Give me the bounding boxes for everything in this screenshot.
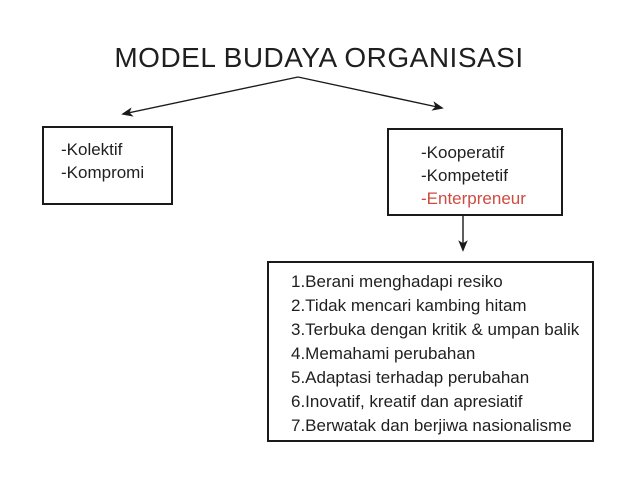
list-item: 1.Berani menghadapi resiko	[291, 272, 503, 291]
slide-title: MODEL BUDAYA ORGANISASI	[114, 42, 524, 73]
list-item: 2.Tidak mencari kambing hitam	[291, 296, 527, 315]
list-item: 6.Inovatif, kreatif dan apresiatif	[291, 392, 523, 411]
list-item: 3.Terbuka dengan kritik & umpan balik	[291, 320, 580, 339]
left-culture-box: -Kolektif -Kompromi	[42, 126, 173, 205]
right-box-item: -Kompetetif	[421, 166, 508, 185]
left-box-item: -Kolektif	[61, 140, 123, 159]
list-item: 4.Memahami perubahan	[291, 344, 476, 363]
list-item: 7.Berwatak dan berjiwa nasionalisme	[291, 416, 572, 435]
arrow-to-right-box	[297, 76, 444, 111]
right-box-item-highlighted: -Enterpreneur	[421, 189, 526, 208]
right-box-item: -Kooperatif	[421, 143, 505, 162]
characteristics-box: 1.Berani menghadapi resiko 2.Tidak menca…	[267, 261, 594, 442]
right-culture-box: -Kooperatif -Kompetetif -Enterpreneur	[387, 128, 563, 216]
arrow-to-left-box	[121, 76, 299, 117]
left-box-item: -Kompromi	[61, 163, 145, 182]
list-item: 5.Adaptasi terhadap perubahan	[291, 368, 530, 387]
